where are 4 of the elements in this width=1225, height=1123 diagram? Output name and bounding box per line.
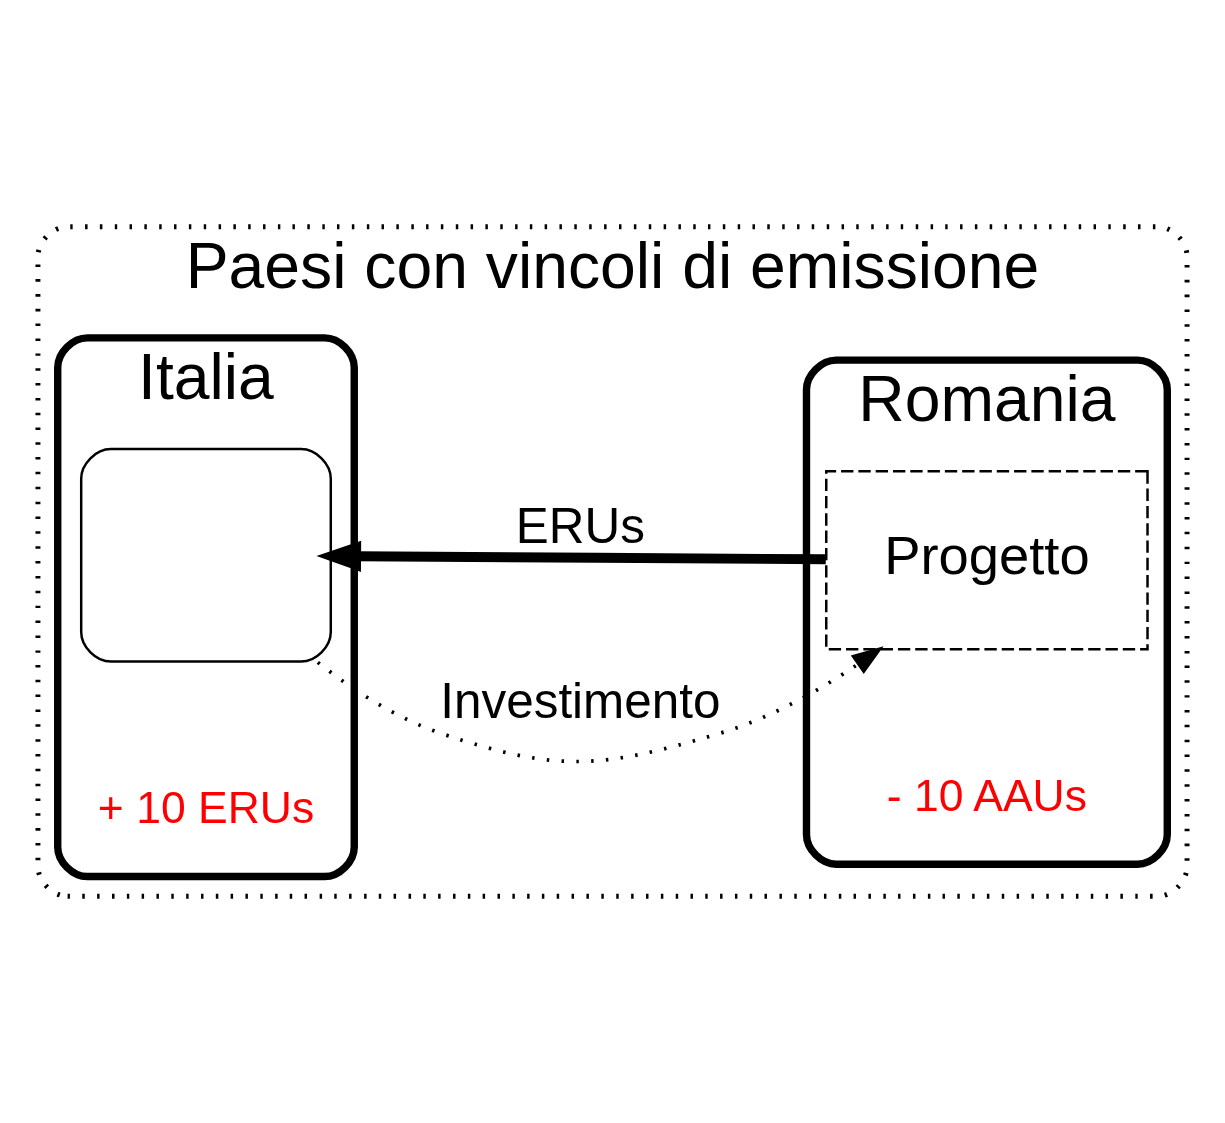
node-label: + 10 ERUs	[97, 783, 315, 833]
node-label: - 10 AAUs	[886, 770, 1087, 820]
edge-label: Investimento	[440, 673, 721, 729]
edge-label: ERUs	[515, 497, 645, 553]
